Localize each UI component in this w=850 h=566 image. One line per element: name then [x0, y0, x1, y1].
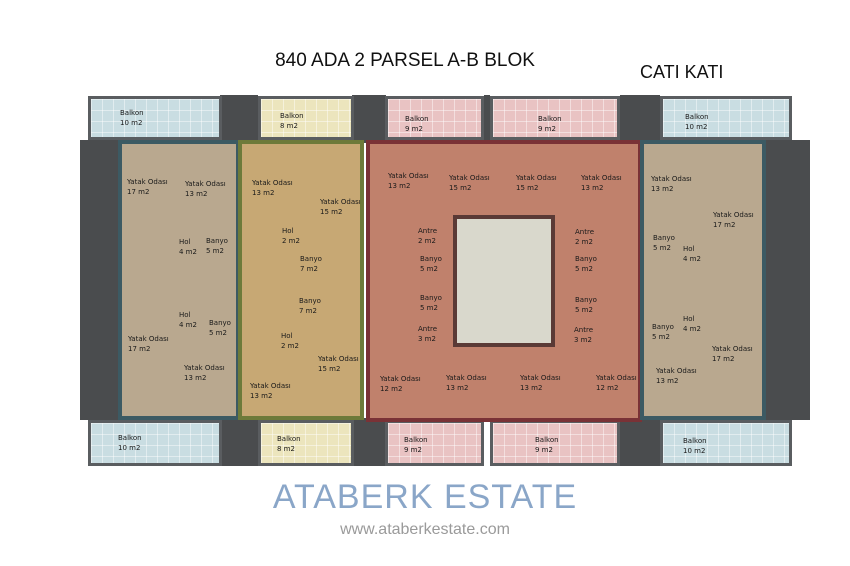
pillar [220, 418, 258, 466]
balcony [258, 420, 354, 466]
pillar [220, 95, 258, 143]
unit-b [238, 140, 364, 420]
balcony [258, 96, 354, 140]
floor-label: CATI KATI [640, 62, 724, 82]
unit-a-right [640, 140, 766, 420]
balcony [88, 420, 222, 466]
pillar [352, 95, 386, 143]
watermark-brand: ATABERK ESTATE [272, 478, 578, 516]
outer-wall-right [765, 140, 810, 420]
pillar [620, 418, 660, 466]
balcony [660, 96, 792, 140]
balcony [88, 96, 222, 140]
plan-title: 840 ADA 2 PARSEL A-B BLOK [275, 50, 535, 71]
pillar [352, 418, 386, 466]
balcony [490, 420, 620, 466]
balcony [385, 420, 484, 466]
balcony [385, 96, 484, 140]
floor-plan [80, 95, 810, 466]
outer-wall-left [80, 140, 120, 420]
balcony [490, 96, 620, 140]
pillar [620, 95, 660, 143]
pillar [484, 95, 490, 143]
balcony [660, 420, 792, 466]
stairwell-core [453, 215, 555, 347]
unit-c [366, 140, 642, 422]
watermark-url: www.ataberkestate.com [340, 521, 510, 538]
